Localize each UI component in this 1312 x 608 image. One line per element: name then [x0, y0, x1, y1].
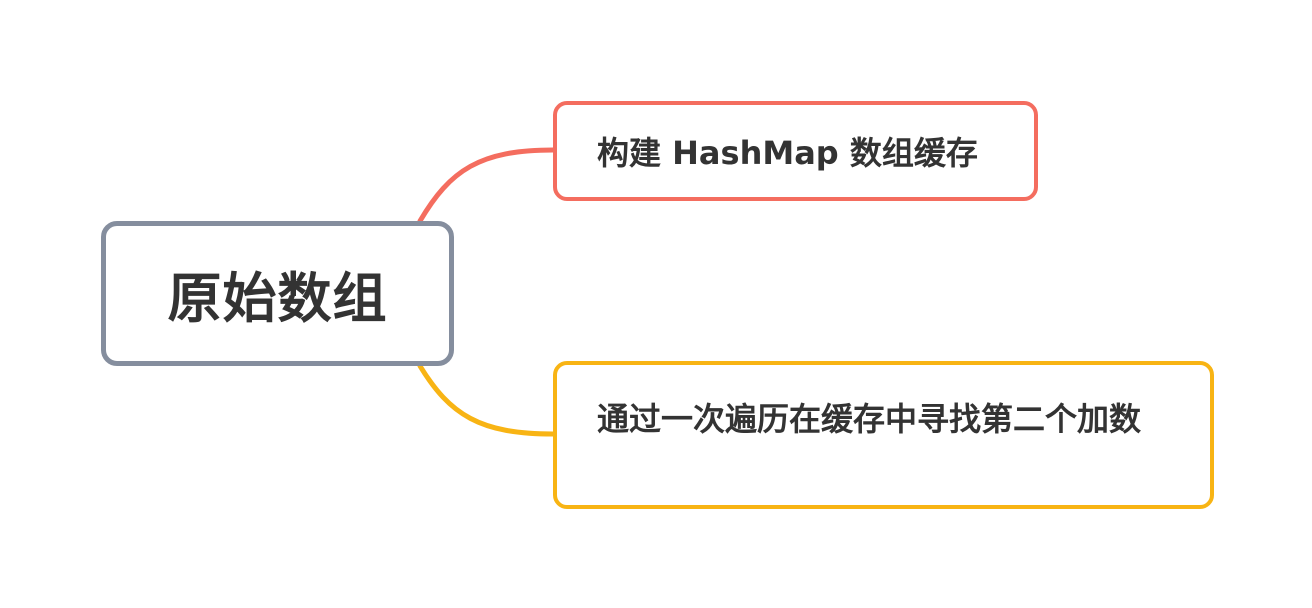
branch-node-label: 构建 HashMap 数组缓存	[597, 134, 978, 172]
branch-node-label: 通过一次遍历在缓存中寻找第二个加数	[597, 400, 1142, 438]
root-node-label: 原始数组	[167, 267, 388, 330]
connector-root-to-branch-2	[417, 363, 556, 437]
connector-root-to-branch-1	[417, 147, 556, 224]
branch-node-hashmap-cache[interactable]: 构建 HashMap 数组缓存	[553, 101, 1038, 201]
root-node[interactable]: 原始数组	[101, 221, 454, 366]
branch-node-traverse-search[interactable]: 通过一次遍历在缓存中寻找第二个加数	[553, 361, 1214, 509]
